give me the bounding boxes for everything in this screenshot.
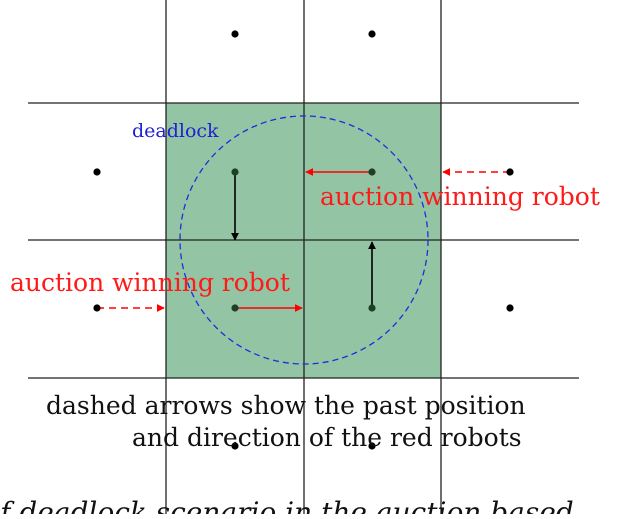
note-line-1: dashed arrows show the past position [46, 391, 526, 420]
auction-winner-label-left: auction winning robot [10, 268, 290, 297]
robot-dot [231, 442, 239, 450]
deadlock-label: deadlock [132, 120, 219, 142]
robot-dot [368, 442, 376, 450]
grid [28, 0, 579, 514]
note-line-2: and direction of the red robots [132, 423, 522, 452]
robot-dot [368, 304, 376, 312]
robot-dot [506, 168, 514, 176]
deadlock-circle [179, 115, 429, 365]
robot-dot [368, 30, 376, 38]
robot-dot [231, 304, 239, 312]
robot-dot [506, 304, 514, 312]
robot-dot [93, 304, 101, 312]
cropped-caption: f deadlock scenario in the auction based… [0, 496, 600, 514]
robot-dot [231, 30, 239, 38]
robot-dot [231, 168, 239, 176]
robot-dot [93, 168, 101, 176]
robots [93, 30, 514, 450]
auction-winner-label-right: auction winning robot [320, 182, 600, 211]
robot-dot [368, 168, 376, 176]
